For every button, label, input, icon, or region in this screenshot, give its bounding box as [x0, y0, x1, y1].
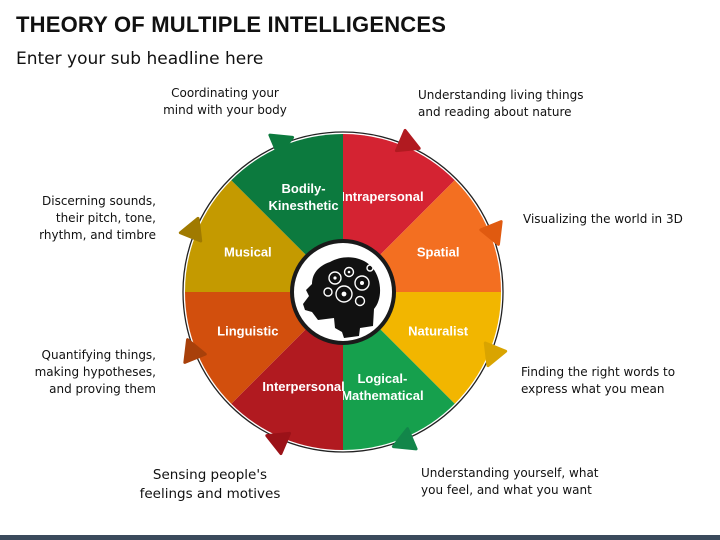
- outer-ring: [182, 131, 504, 453]
- desc-bodily-kinesthetic: Coordinating your mind with your body: [163, 86, 287, 117]
- segment-label-bodily-kinesthetic: Bodily-Kinesthetic: [269, 181, 339, 213]
- arrow-intrapersonal: [394, 128, 421, 153]
- desc-linguistic: Quantifying things, making hypotheses, a…: [34, 348, 156, 396]
- arrow-interpersonal: [265, 431, 292, 456]
- segment-label-naturalist: Naturalist: [408, 323, 469, 338]
- arrow-naturalist: [483, 341, 508, 368]
- segment-label-spatial: Spatial: [417, 245, 460, 260]
- segment-label-linguistic: Linguistic: [217, 323, 278, 338]
- desc-interpersonal: Sensing people's feelings and motives: [139, 467, 281, 502]
- desc-musical: Discerning sounds, their pitch, tone, rh…: [39, 194, 156, 242]
- desc-spatial: Visualizing the world in 3D: [523, 212, 683, 226]
- desc-naturalist: Finding the right words to express what …: [521, 365, 676, 396]
- page-subtitle: Enter your sub headline here: [16, 49, 264, 69]
- arrow-spatial: [479, 220, 503, 246]
- segment-label-musical: Musical: [224, 245, 272, 260]
- arrow-bodily: [268, 133, 295, 157]
- arrow-musical: [178, 216, 203, 243]
- segment-label-logical-mathematical: Logical-Mathematical: [341, 371, 423, 403]
- head-with-gears-icon: [303, 257, 381, 338]
- arrow-logical: [391, 427, 418, 451]
- bottom-bar: [0, 535, 720, 540]
- segment-label-intrapersonal: Intrapersonal: [341, 189, 423, 204]
- desc-intrapersonal: Understanding living things and reading …: [418, 88, 584, 119]
- arrow-linguistic: [183, 338, 207, 364]
- page-title: THEORY OF MULTIPLE INTELLIGENCES: [16, 12, 447, 37]
- desc-logical-mathematical: Understanding yourself, what you feel, a…: [421, 466, 599, 497]
- segment-label-interpersonal: Interpersonal: [262, 379, 344, 394]
